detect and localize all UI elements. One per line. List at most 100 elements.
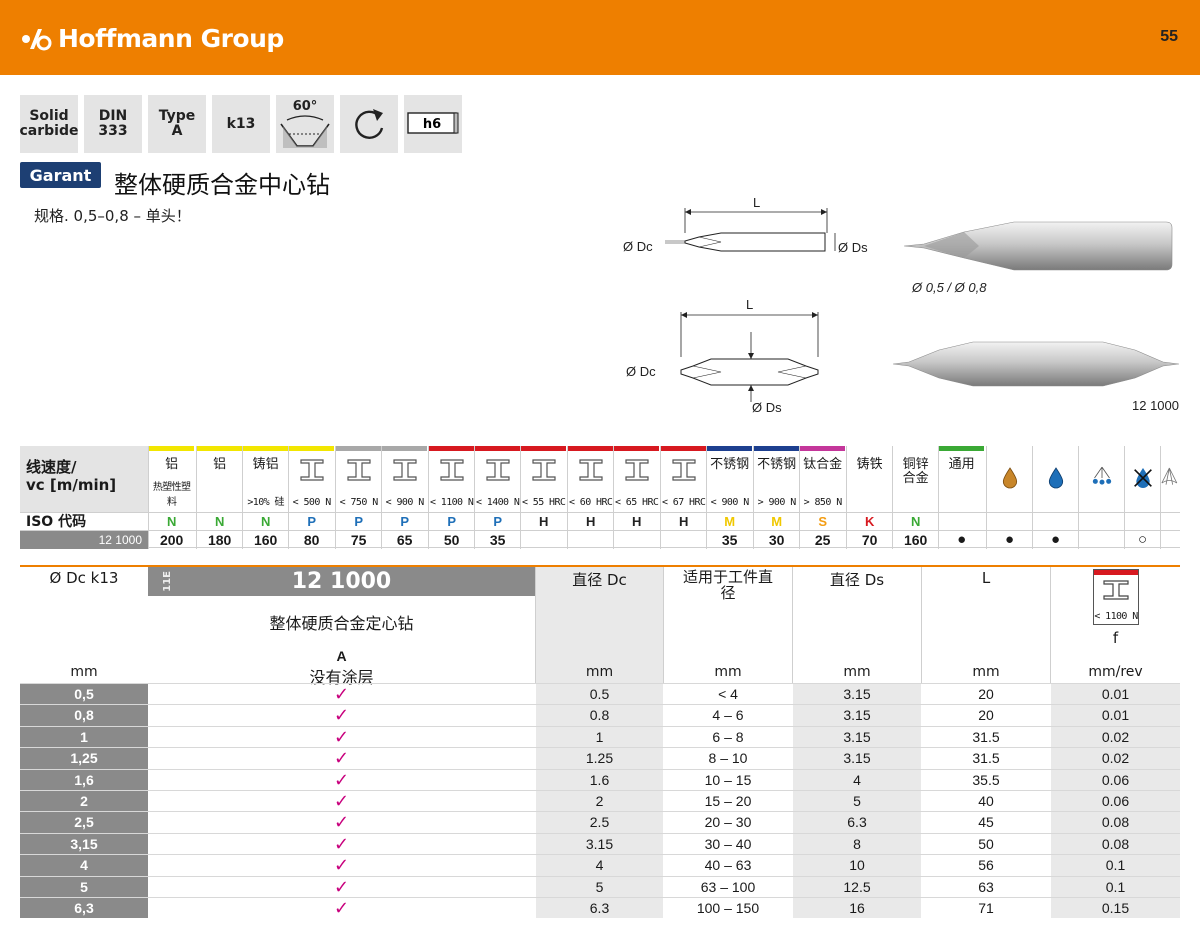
material-color-bar <box>521 446 567 451</box>
row-l-cell: 45 <box>921 812 1050 833</box>
availability-check-icon: ✓ <box>333 705 350 726</box>
material-col-8: < 55 HRC <box>520 446 567 512</box>
row-f-cell: 0.1 <box>1050 855 1180 876</box>
emulsion-drop-icon <box>1048 467 1063 489</box>
availability-check-icon: ✓ <box>333 790 350 811</box>
coolant-col-1 <box>1032 446 1078 512</box>
vc-article-number: 12 1000 <box>20 531 148 549</box>
col-dc-header: Ø Dc k13 mm <box>49 569 119 680</box>
row-d-cell: 2 <box>535 790 663 812</box>
iso-code-cell: P <box>381 513 427 531</box>
material-color-bar <box>614 446 660 451</box>
row-dc-cell: 4 <box>20 855 148 876</box>
hoffmann-logo-icon <box>22 28 52 50</box>
drawing-single-end <box>665 208 836 252</box>
air-blast-icon <box>1160 467 1177 485</box>
material-col-3: < 500 N <box>288 446 335 512</box>
material-color-bar <box>800 446 846 451</box>
material-col-16: 铜锌合金 <box>892 446 939 512</box>
availability-check-icon: ✓ <box>333 855 350 876</box>
material-col-5: < 900 N <box>381 446 428 512</box>
article-name: 整体硬质合金定心钻 <box>269 616 414 633</box>
material-strength: < 1100 N <box>429 497 474 508</box>
coolant-iso-cell <box>1078 513 1124 531</box>
col-feed-header: < 1100 N f mm/rev <box>1050 567 1180 683</box>
col-dia-header: 直径 Dc mm <box>535 567 663 683</box>
row-d-cell: 2.5 <box>535 812 663 833</box>
row-l-cell: 71 <box>921 897 1050 919</box>
badge-tolerance: k13 <box>212 95 270 153</box>
material-col-14: 钛合金> 850 N <box>799 446 846 512</box>
row-work-cell: 63 – 100 <box>663 876 792 897</box>
availability-check-icon: ✓ <box>333 769 350 790</box>
material-color-bar <box>289 446 335 451</box>
material-strength: < 1400 N <box>475 497 520 508</box>
row-work-cell: 40 – 63 <box>663 855 792 876</box>
iso-code-cell: P <box>428 513 474 531</box>
steel-beam-icon <box>672 459 696 481</box>
shank-tolerance-icon: h6 <box>407 112 459 134</box>
steel-beam-icon <box>393 459 417 481</box>
row-ds-cell: 6.3 <box>792 812 921 833</box>
material-col-4: < 750 N <box>335 446 382 512</box>
brand-name: Hoffmann Group <box>58 24 284 53</box>
drill-photo-single <box>904 221 1173 271</box>
vc-value-cell: 35 <box>706 531 752 549</box>
product-note: 规格. 0,5–0,8 – 单头！ <box>34 207 191 225</box>
material-strength: < 65 HRC <box>614 497 659 508</box>
material-name: 铜锌合金 <box>902 457 929 486</box>
top-dc-label: Ø Dc <box>623 239 653 254</box>
row-d-cell: 1.25 <box>535 748 663 769</box>
row-dc-cell: 2,5 <box>20 812 148 833</box>
coolant-suitability-cell <box>1078 531 1124 549</box>
row-work-cell: < 4 <box>663 684 792 705</box>
article-table: Ø Dc k13 mm 11E 12 1000 整体硬质合金定心钻 A 没有涂层… <box>20 565 1180 919</box>
material-name: 铸铁 <box>856 457 883 472</box>
coolant-col-0 <box>986 446 1032 512</box>
material-strength: 热塑性塑料 <box>152 482 191 508</box>
material-col-15: 铸铁 <box>846 446 893 512</box>
bottom-ds-label: Ø Ds <box>752 400 782 415</box>
material-color-bar <box>475 446 521 451</box>
row-l-cell: 31.5 <box>921 748 1050 769</box>
coolant-suitability-cell <box>1160 531 1180 549</box>
material-col-11: < 67 HRC <box>660 446 707 512</box>
vc-value-cell <box>567 531 613 549</box>
brand[interactable]: Hoffmann Group <box>20 24 284 53</box>
article-side-code: 11E <box>162 571 173 592</box>
col-ds-header: 直径 Ds mm <box>792 567 921 683</box>
garant-logo[interactable]: Garant <box>20 162 101 188</box>
article-number[interactable]: 11E 12 1000 <box>148 567 535 596</box>
article-type: A <box>336 648 347 664</box>
row-d-cell: 1 <box>535 726 663 748</box>
badge-rotation <box>340 95 398 153</box>
coolant-iso-cell <box>1032 513 1078 531</box>
availability-check-icon: ✓ <box>333 833 350 854</box>
badge-point-angle: 60° <box>276 95 334 153</box>
material-name: 铸铝 <box>252 457 279 472</box>
steel-beam-icon <box>347 459 371 481</box>
steel-beam-icon <box>486 459 510 481</box>
iso-code-cell <box>938 513 984 531</box>
row-l-cell: 20 <box>921 684 1050 705</box>
row-l-cell: 31.5 <box>921 726 1050 748</box>
row-d-cell: 6.3 <box>535 897 663 919</box>
steel-beam-icon <box>579 459 603 481</box>
row-dc-cell: 0,5 <box>20 684 148 705</box>
material-strength: > 900 N <box>757 497 797 508</box>
row-f-cell: 0.01 <box>1050 705 1180 726</box>
vc-value-cell: 160 <box>892 531 938 549</box>
coolant-col-2 <box>1078 446 1124 512</box>
material-col-0: 铝热塑性塑料 <box>148 446 195 512</box>
